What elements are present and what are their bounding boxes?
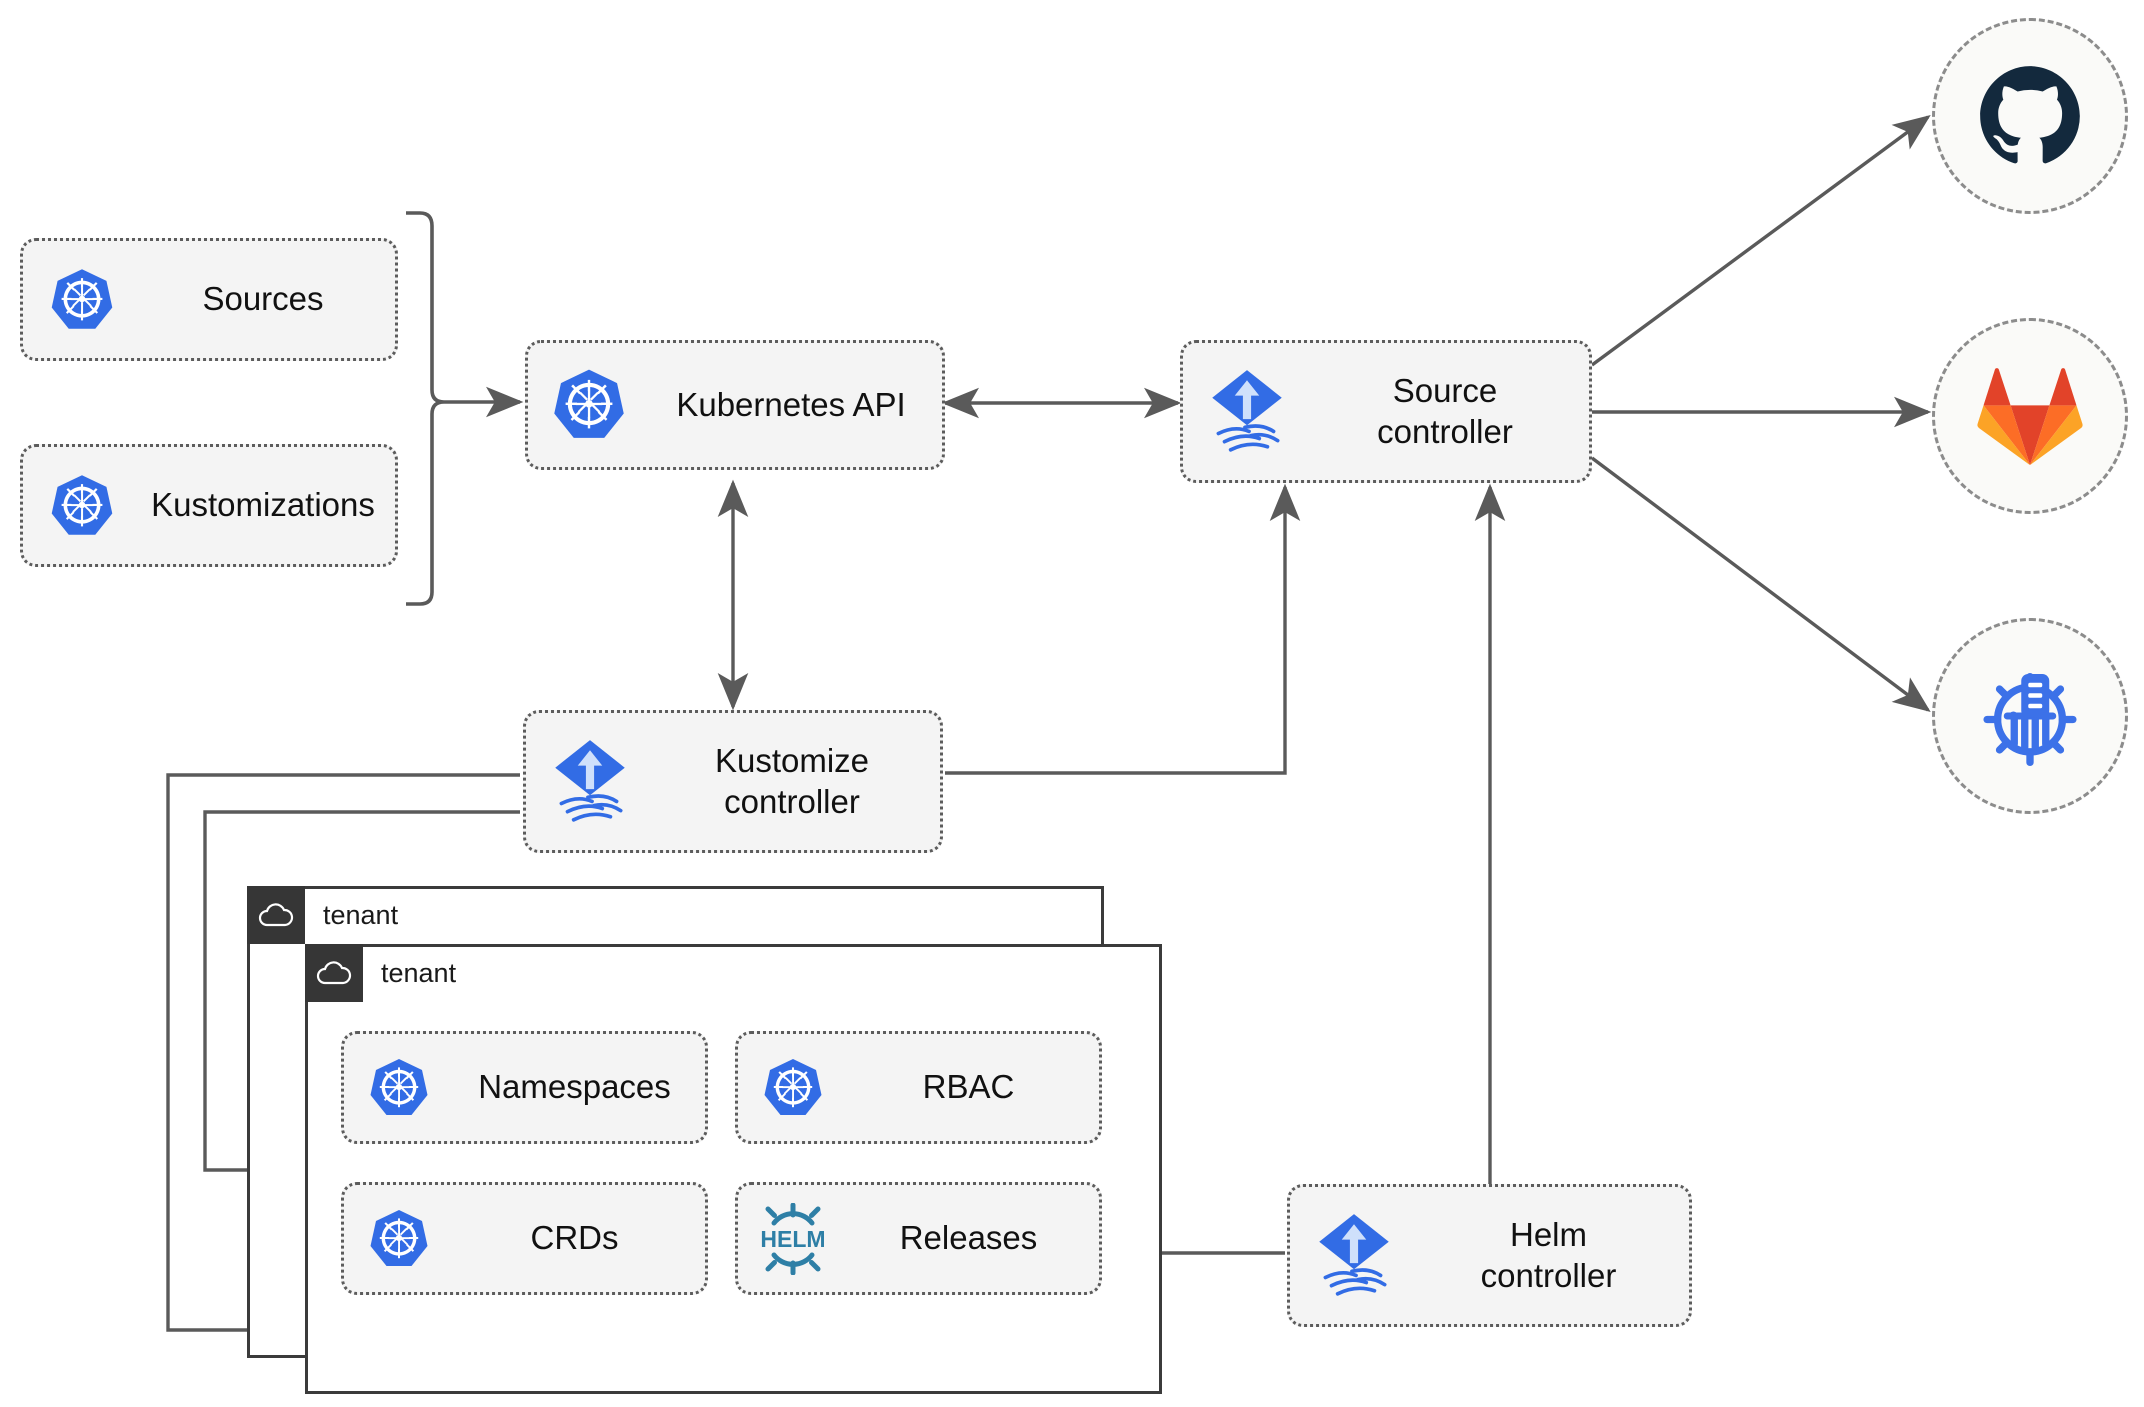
node-kustomize-controller[interactable]: Kustomize controller	[523, 710, 943, 853]
node-source-controller-label: Source controller	[1377, 372, 1513, 450]
group-bracket	[406, 211, 445, 606]
gitlab-icon	[1977, 368, 2083, 466]
flux-icon	[1183, 366, 1311, 458]
node-sources[interactable]: Sources	[20, 238, 398, 361]
helm-text-icon: HELM	[738, 1202, 848, 1275]
node-releases[interactable]: HELM Releases	[735, 1182, 1102, 1295]
tenant-label: tenant	[381, 957, 457, 988]
node-kustomizations[interactable]: Kustomizations	[20, 444, 398, 567]
node-source-controller[interactable]: Source controller	[1180, 340, 1592, 483]
provider-helm-repository[interactable]	[1932, 618, 2128, 814]
node-rbac[interactable]: RBAC	[735, 1031, 1102, 1144]
helm-wheel-icon	[1983, 672, 2077, 767]
kubernetes-icon	[344, 1207, 454, 1271]
kubernetes-icon	[738, 1056, 848, 1120]
edge-source-helmrepo	[1590, 456, 1931, 713]
node-kustomizations-label: Kustomizations	[151, 486, 375, 524]
node-namespaces-label: Namespaces	[478, 1068, 671, 1106]
flux-icon	[526, 736, 654, 828]
tenant-header: tenant	[305, 944, 456, 1002]
kubernetes-icon	[23, 266, 141, 334]
tenant-label: tenant	[323, 899, 399, 930]
tenant-panel-front[interactable]: tenant	[305, 944, 1162, 1394]
node-crds[interactable]: CRDs	[341, 1182, 708, 1295]
node-namespaces[interactable]: Namespaces	[341, 1031, 708, 1144]
node-kustomize-controller-label: Kustomize controller	[714, 742, 870, 820]
node-releases-label: Releases	[899, 1219, 1038, 1257]
provider-gitlab[interactable]	[1932, 318, 2128, 514]
cloud-icon	[305, 944, 363, 1002]
node-kubernetes-api-label: Kubernetes API	[676, 385, 906, 423]
node-crds-label: CRDs	[530, 1219, 619, 1257]
kubernetes-icon	[23, 472, 141, 540]
github-icon	[1980, 66, 2080, 164]
helm-wordmark: HELM	[760, 1226, 825, 1252]
node-kubernetes-api[interactable]: Kubernetes API	[525, 340, 945, 470]
edge-kustomize-source	[945, 483, 1301, 775]
kubernetes-icon	[528, 366, 650, 444]
kubernetes-icon	[344, 1056, 454, 1120]
node-rbac-label: RBAC	[922, 1068, 1015, 1106]
provider-github[interactable]	[1932, 18, 2128, 214]
node-sources-label: Sources	[202, 280, 324, 318]
cloud-icon	[247, 886, 305, 944]
edge-source-github	[1590, 114, 1931, 367]
node-helm-controller-label: Helm controller	[1480, 1216, 1617, 1294]
flux-icon	[1290, 1210, 1418, 1302]
tenant-header: tenant	[247, 886, 398, 944]
node-helm-controller[interactable]: Helm controller	[1287, 1184, 1692, 1327]
